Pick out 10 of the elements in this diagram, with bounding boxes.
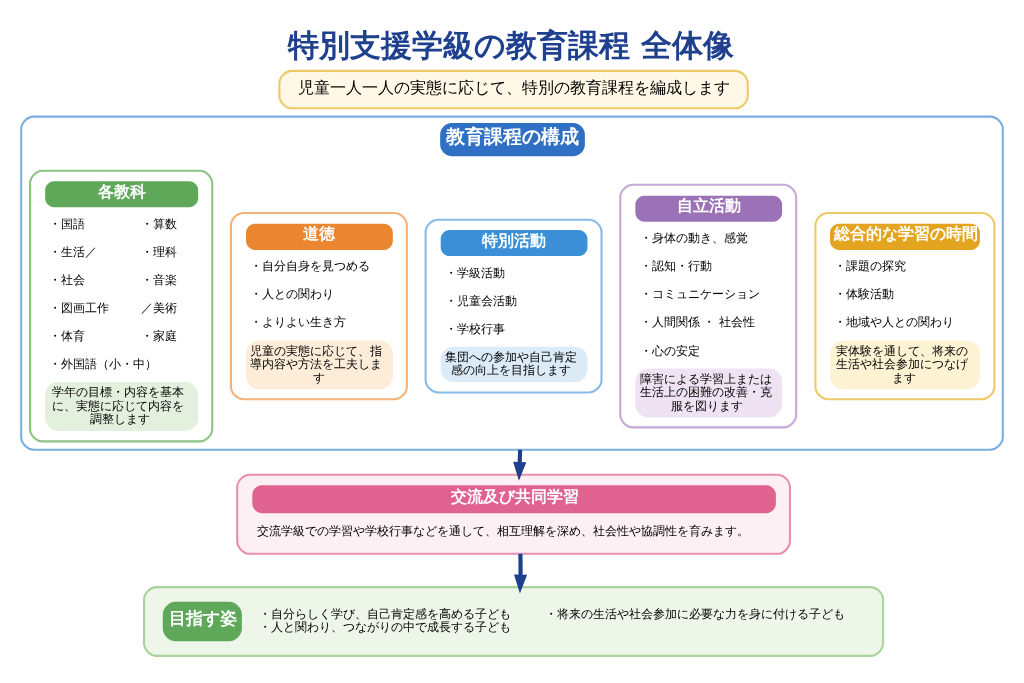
arrow xyxy=(514,553,528,593)
node-box: 特別活動 ・学級活動 ・児童会活動 ・学校行事 集団への参加や自己肯定感の向上を目指します xyxy=(424,218,603,394)
node-box: 自立活動 ・身体の動き、感覚 ・認知・行動 ・コミュニケーション ・人間関係 ・ 社会性 ・心の安定 障害による学習上または生活上の困難の改善・克服を図ります xyxy=(619,183,798,428)
node-box: 道徳 ・自分自身を見つめる ・人との関わり ・よりよい生き方 児童の実態に応じて、指導内容や方法を工夫します xyxy=(229,211,408,400)
diagram-title: 特別支援学級の教育課程 全体像 xyxy=(288,26,735,63)
node-box: 交流及び共同学習 交流学級での学習や学校行事などを通して、相互理解を深め、社会性や協調性を育みます。 xyxy=(236,473,791,555)
node-box: 児童一人一人の実態に応じて、特別の教育課程を編成します xyxy=(278,69,749,109)
node-box: 各教科 ・国語 ・算数 ・生活／ ・理科 ・社会 ・音楽 ・図画工作 ／美術 ・体育 ・家庭 ・外国語（小・中） 学年の目標・内容を基本に、実態に応じて内容を調整します xyxy=(29,169,214,442)
node-box: 総合的な学習の時間 ・課題の探究 ・体験活動 ・地域や人との関わり 実体験を通して、将来の生活や社会参加につなげます xyxy=(814,211,996,400)
node-box: 目指す姿 ・自分らしく学び、自己肯定感を高める子ども ・人と関わり、つながりの中で成長する子ども ・将来の生活や社会参加に必要な力を身に付ける子ども xyxy=(143,585,885,657)
